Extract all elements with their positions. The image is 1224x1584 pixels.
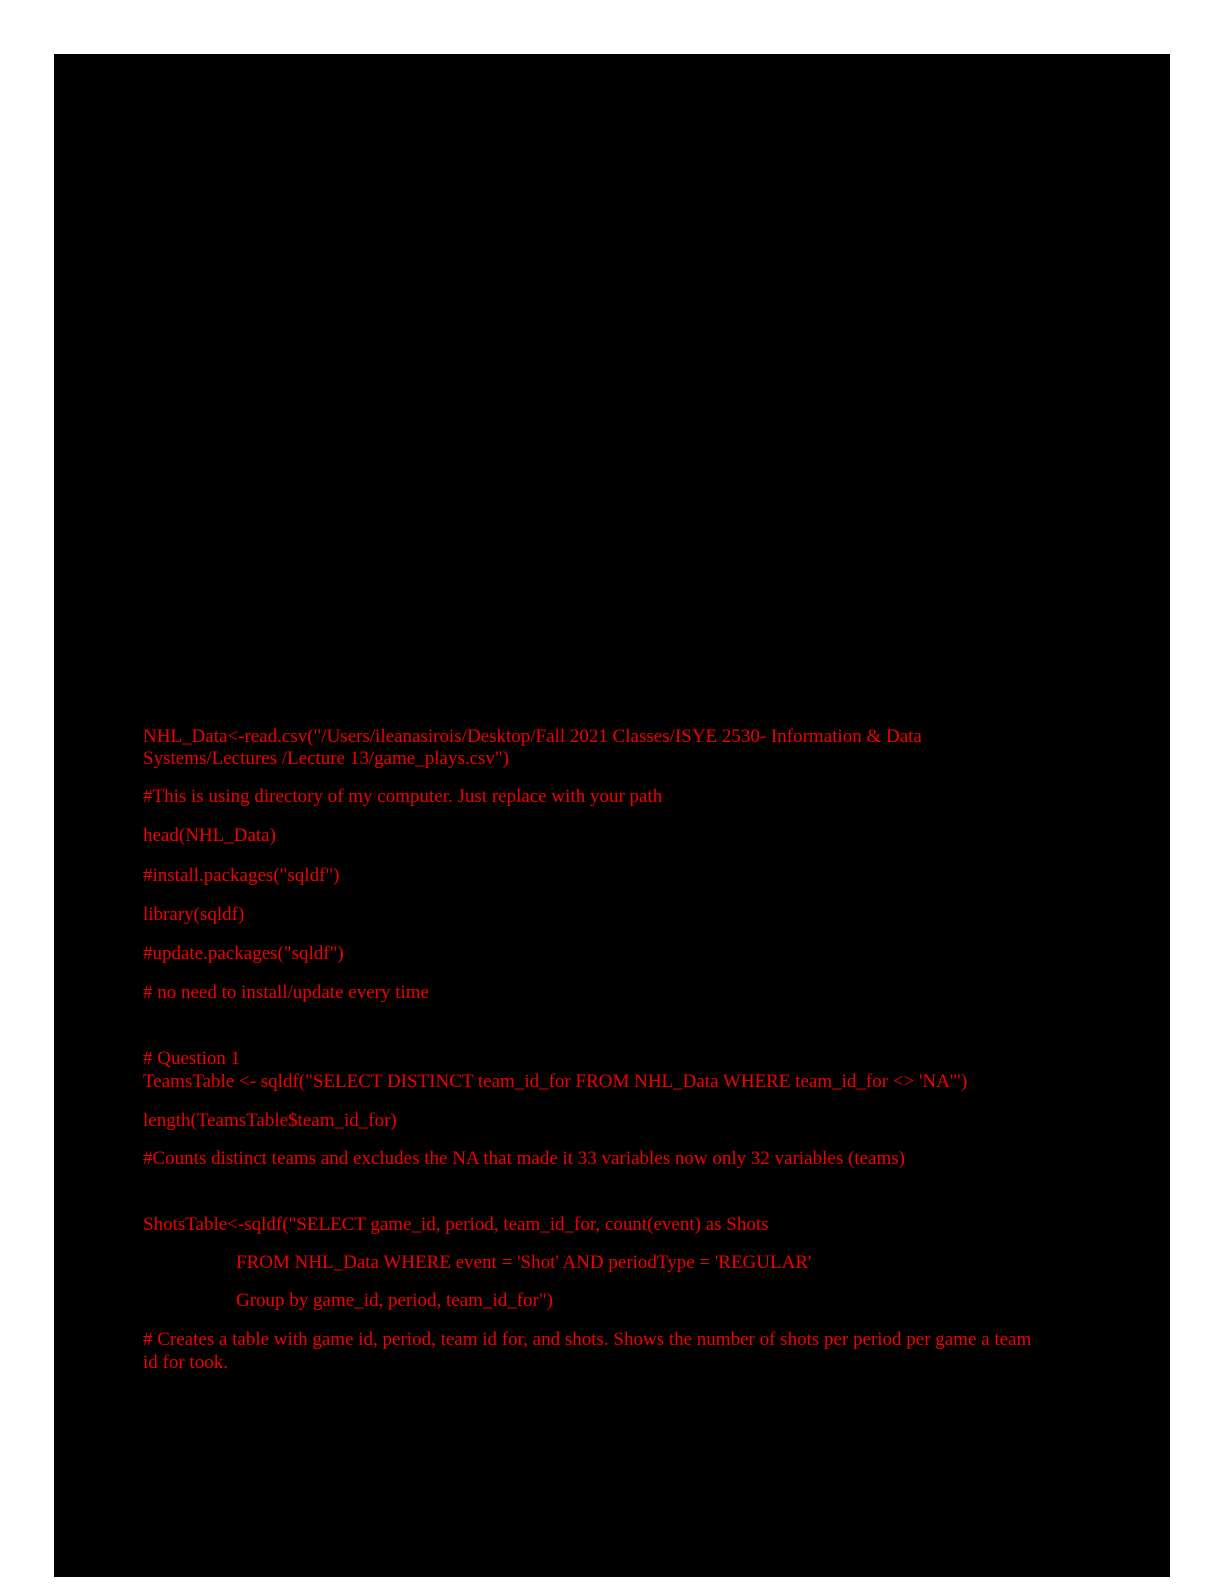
code-line-read-csv-1: NHL_Data<-read.csv("/Users/ileanasirois/… [143,726,922,747]
code-screenshot-canvas: NHL_Data<-read.csv("/Users/ileanasirois/… [54,54,1170,1577]
code-line-length: length(TeamsTable$team_id_for) [143,1110,397,1131]
code-line-group-by: Group by game_id, period, team_id_for") [236,1290,553,1311]
code-line-teams-table: TeamsTable <- sqldf("SELECT DISTINCT tea… [143,1071,968,1092]
code-line-comment-counts: #Counts distinct teams and excludes the … [143,1148,905,1169]
code-line-from-where: FROM NHL_Data WHERE event = 'Shot' AND p… [236,1252,812,1273]
code-line-head: head(NHL_Data) [143,825,276,846]
code-line-shots-table: ShotsTable<-sqldf("SELECT game_id, perio… [143,1214,769,1235]
code-line-comment-directory: #This is using directory of my computer.… [143,786,663,807]
code-line-read-csv-2: Systems/Lectures /Lecture 13/game_plays.… [143,748,510,769]
code-line-library: library(sqldf) [143,904,245,925]
code-line-install-packages: #install.packages("sqldf") [143,865,340,886]
code-line-comment-creates-2: id for took. [143,1352,228,1373]
code-line-comment-no-need: # no need to install/update every time [143,982,429,1003]
code-line-comment-creates-1: # Creates a table with game id, period, … [143,1329,1032,1350]
code-line-update-packages: #update.packages("sqldf") [143,943,344,964]
code-line-question-1: # Question 1 [143,1048,241,1069]
